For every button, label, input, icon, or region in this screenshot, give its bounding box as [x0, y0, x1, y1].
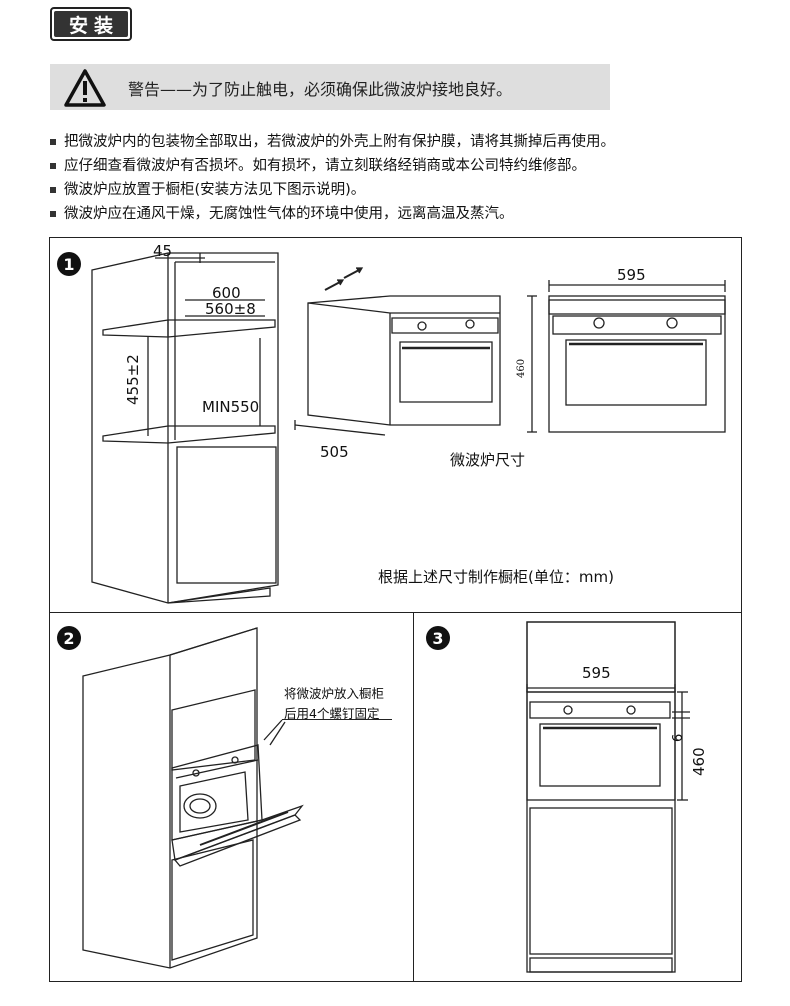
- microwave-front-drawing: [527, 280, 726, 433]
- list-item: 把微波炉内的包装物全部取出，若微波炉的外壳上附有保护膜，请将其撕掉后再使用。: [50, 132, 750, 156]
- note-place-microwave: 将微波炉放入橱柜: [284, 686, 385, 701]
- step-number-1: 1: [57, 252, 81, 276]
- panel-divider-horizontal: [49, 612, 742, 613]
- microwave-side-drawing: [294, 295, 501, 436]
- dim-min-550: MIN550: [202, 398, 260, 416]
- dim-width-595-installed: 595: [582, 664, 611, 682]
- warning-triangle-icon: [64, 69, 106, 107]
- cabinet-drawing-3: [526, 621, 690, 973]
- step-number-3: 3: [426, 626, 450, 650]
- panel-divider-vertical: [413, 612, 414, 982]
- note-leader-line: [282, 719, 392, 720]
- dim-height-460: 460: [516, 358, 527, 378]
- warning-text: 警告——为了防止触电，必须确保此微波炉接地良好。: [128, 80, 513, 99]
- dim-height-460-installed: 460: [690, 747, 708, 776]
- diagram-frame: [49, 237, 742, 982]
- cabinet-drawing-2: [82, 627, 304, 969]
- section-title-badge: 安装: [50, 7, 132, 41]
- list-item: 应仔细查看微波炉有否损坏。如有损坏，请立刻联络经销商或本公司特约维修部。: [50, 156, 750, 180]
- dim-width-560: 560±8: [205, 300, 256, 318]
- step-number-2: 2: [57, 626, 81, 650]
- section-title: 安装: [54, 11, 128, 37]
- warning-banner: 警告——为了防止触电，必须确保此微波炉接地良好。: [50, 64, 610, 110]
- list-item: 微波炉应放置于橱柜(安装方法见下图示说明)。: [50, 180, 750, 204]
- instruction-list: 把微波炉内的包装物全部取出，若微波炉的外壳上附有保护膜，请将其撕掉后再使用。 应…: [50, 132, 750, 228]
- dim-width-595: 595: [617, 266, 646, 284]
- caption-microwave-size: 微波炉尺寸: [450, 451, 526, 469]
- dim-depth-505: 505: [320, 443, 349, 461]
- dim-depth-45: 45: [153, 242, 173, 260]
- dim-height-455: 455±2: [124, 354, 142, 405]
- note-fix-screws: 后用4个螺钉固定: [284, 706, 380, 721]
- dim-width-600: 600: [212, 284, 241, 302]
- dim-gap-6: 6: [671, 733, 686, 742]
- list-item: 微波炉应在通风干燥，无腐蚀性气体的环境中使用，远离高温及蒸汽。: [50, 204, 750, 228]
- cabinet-drawing-1: [91, 252, 279, 604]
- caption-cabinet-dimensions: 根据上述尺寸制作橱柜(单位：mm): [378, 568, 614, 586]
